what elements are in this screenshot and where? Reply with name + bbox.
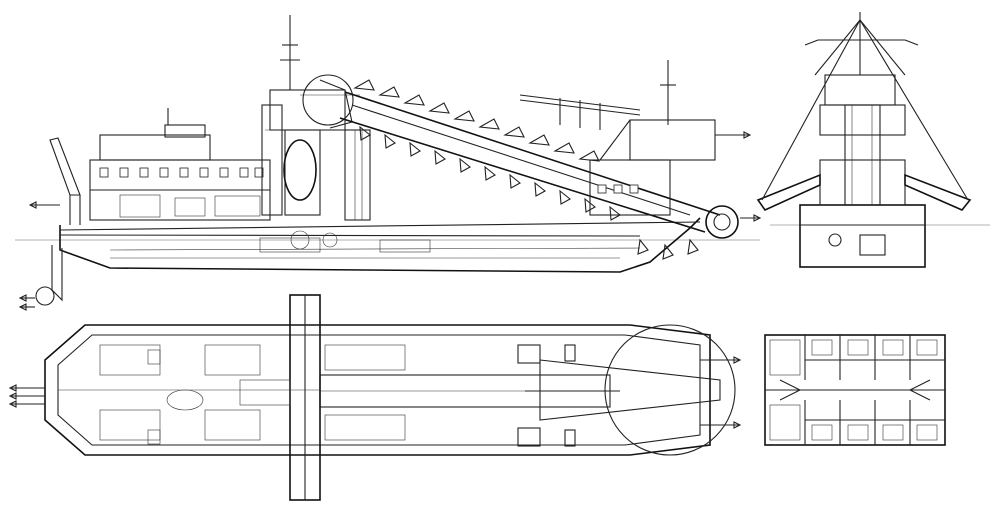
bucket-chain [353,79,699,260]
hatch [517,427,541,447]
upper-tumbler-icon [302,74,354,126]
stern-arrows [8,384,45,408]
accommodation-plan-view [764,334,946,446]
bucket-ladder [339,79,762,260]
cabin-partitions [804,335,945,445]
cabin-furniture [769,339,938,441]
hull-section [799,204,926,268]
hull-profile [59,217,701,273]
stern-crane [49,137,81,225]
deck-plan-hull [44,324,711,456]
starboard-boom [904,173,972,211]
bucket-tower [261,15,371,221]
lower-tumbler-icon [705,205,739,239]
propeller-icon [35,286,55,306]
deckhouse-windows [99,167,264,178]
bow-swing-circle [604,324,736,456]
machinery-detail [119,194,431,253]
port-boom [756,173,821,212]
tumbler-wheel [283,139,317,201]
deck-plan-view [8,294,742,501]
hatch [517,344,541,364]
tower-top [824,74,896,106]
side-elevation-view [15,15,762,311]
deck-machinery [58,344,406,445]
forward-gantry [519,60,752,216]
stern-rudder [51,245,63,302]
front-elevation-view [756,12,990,268]
